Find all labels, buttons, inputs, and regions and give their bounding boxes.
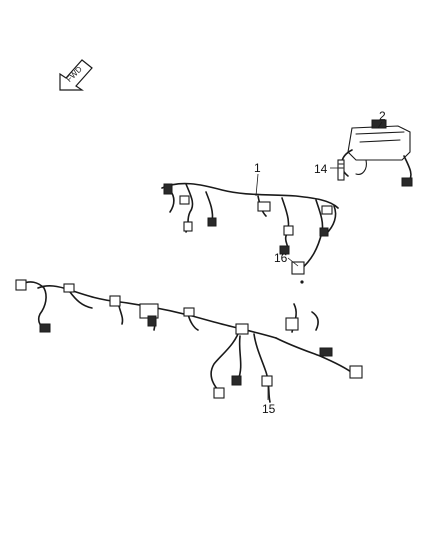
callout-16: 16 bbox=[274, 251, 288, 265]
leader-lines bbox=[255, 121, 383, 400]
harness-part-15 bbox=[15, 279, 363, 403]
callout-15: 15 bbox=[262, 402, 276, 416]
forward-arrow-icon: FWD bbox=[59, 59, 93, 91]
callout-1: 1 bbox=[254, 161, 261, 175]
stud-part-14 bbox=[337, 159, 345, 181]
callout-2: 2 bbox=[379, 109, 386, 123]
module-part-2 bbox=[340, 119, 413, 187]
callout-14: 14 bbox=[314, 162, 328, 176]
harness-part-1 bbox=[161, 182, 339, 284]
